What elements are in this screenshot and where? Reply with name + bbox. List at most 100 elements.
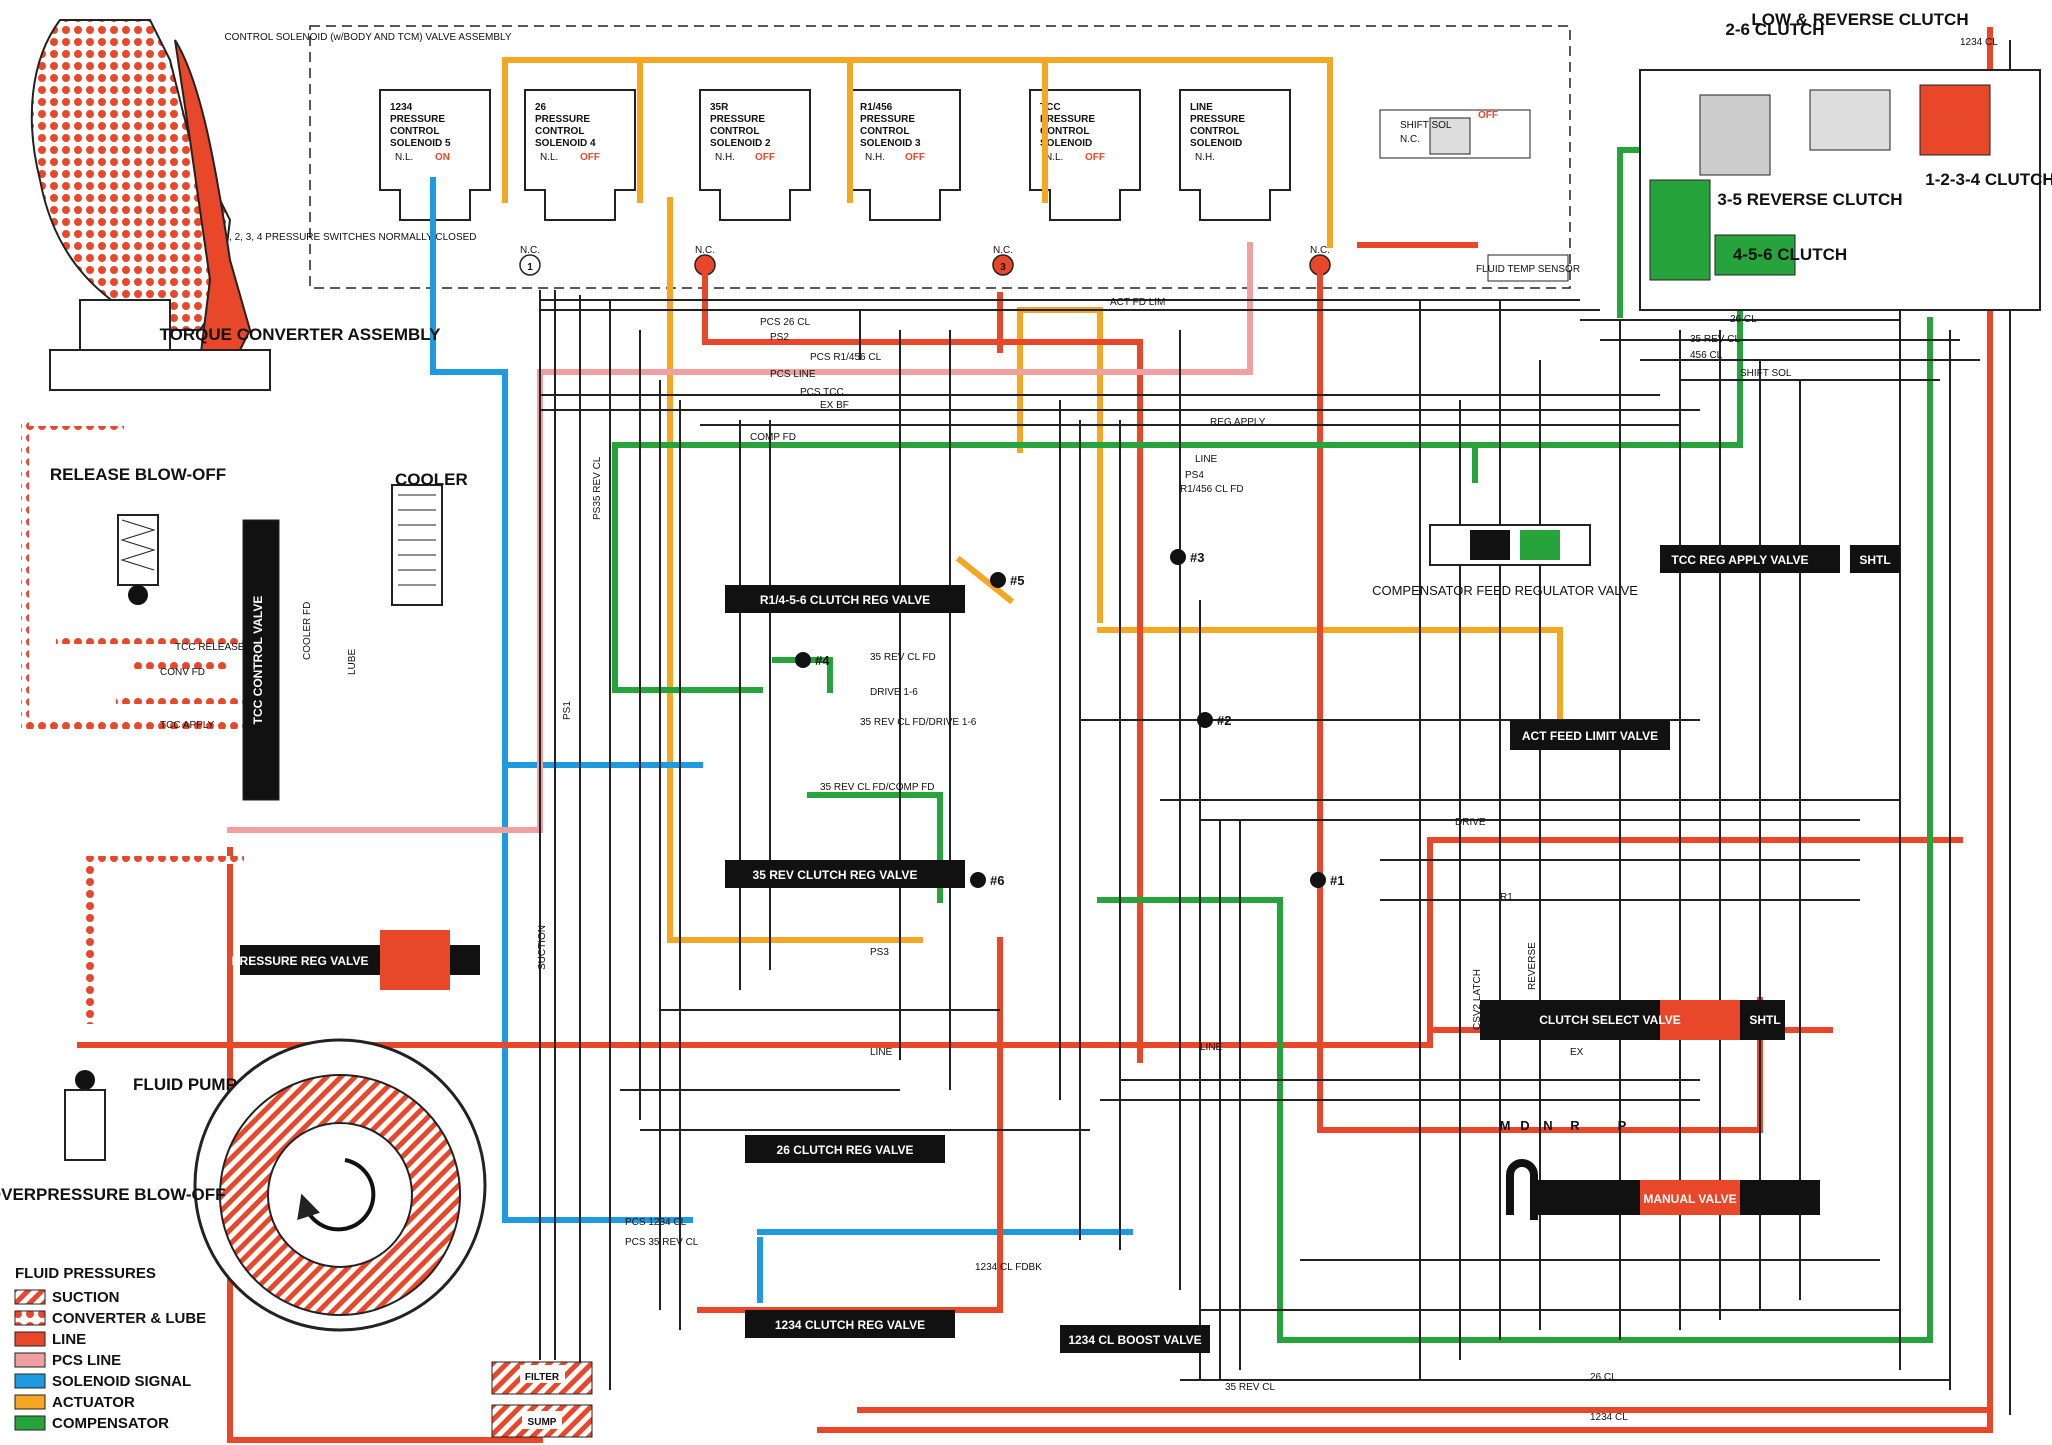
label-line: LINE [1195,454,1218,465]
checkball-label: #4 [815,653,830,668]
label-26-cl: 26 CL [1730,314,1757,325]
label-26-cl-bottom: 26 CL [1590,1372,1617,1383]
label-line-mid: LINE [1200,1042,1223,1053]
solenoid-name-line: CONTROL [860,126,909,137]
label-ex-bf: EX BF [820,400,849,411]
checkball-label: #5 [1010,573,1024,588]
sump-label: SUMP [528,1417,557,1428]
valve-r1456: R1/4-5-6 CLUTCH REG VALVE [725,585,965,613]
label-act-fd-lim: ACT FD LIM [1110,297,1165,308]
control-box-title: CONTROL SOLENOID (w/BODY AND TCM) VALVE … [224,32,511,43]
legend-label: PCS LINE [52,1352,121,1369]
cooler-label: COOLER [395,470,468,489]
solenoid-name-line: SOLENOID 2 [710,138,771,149]
checkball-label: #2 [1217,713,1231,728]
comp-feed-valve: COMPENSATOR FEED REGULATOR VALVE [1372,524,1638,598]
label-1234-cl: 1234 CL [1960,37,1998,48]
pressure-reg-label: PRESSURE REG VALVE [232,954,369,968]
checkball-3: #3 [1170,549,1204,565]
legend-item: SOLENOID SIGNAL [14,1373,191,1390]
switch-nc: N.C. [520,245,540,256]
label-conv-fd: CONV FD [160,667,205,678]
solenoid-state: OFF [1085,152,1105,163]
legend-title: FLUID PRESSURES [15,1265,156,1282]
filter-label: FILTER [525,1372,560,1383]
shtl-select-label: SHTL [1749,1013,1780,1027]
clutch1234-label: 1234 CLUTCH REG VALVE [775,1318,925,1332]
solenoid-name-line: 26 [535,102,547,113]
label-shift-sol: SHIFT SOL [1740,368,1792,379]
label-ps4: PS4 [1185,470,1204,481]
fluid-pump: FLUID PUMP [133,1038,487,1332]
solenoid-name-line: PRESSURE [535,114,590,125]
checkball-label: #3 [1190,550,1204,565]
clutch-select-label: CLUTCH SELECT VALVE [1539,1013,1681,1027]
label-line-left: LINE [870,1047,893,1058]
solenoid-name-line: CONTROL [390,126,439,137]
label-ps3: PS3 [870,947,889,958]
label-35-rev-fd-comp: 35 REV CL FD/COMP FD [820,782,934,793]
release-blowoff: RELEASE BLOW-OFF [50,465,226,605]
manual-position-n: N [1543,1118,1552,1133]
pressure-switch-1: N.C. 1 [519,245,541,276]
label-r1456-fd: R1/456 CL FD [1180,484,1244,495]
valve-manual: MANUAL VALVE [1506,1159,1820,1220]
clutch26-label: 26 CLUTCH REG VALVE [777,1143,914,1157]
checkball-5: #5 [990,572,1024,588]
clutch-pack: 2-6 CLUTCH LOW & REVERSE CLUTCH 3-5 REVE… [1639,10,2052,311]
shtl-label: SHTL [1859,553,1890,567]
solenoid-name-line: SOLENOID 5 [390,138,451,149]
manual-label: MANUAL VALVE [1643,1192,1736,1206]
label-35-rev-cl-bottom: 35 REV CL [1225,1382,1275,1393]
manual-position-d: D [1520,1118,1529,1133]
clutch-456-label: 4-5-6 CLUTCH [1733,245,1847,264]
filter-sump: FILTER SUMP [491,1361,593,1438]
label-pcs-26-cl: PCS 26 CL [760,317,810,328]
rev35-label: 35 REV CLUTCH REG VALVE [753,868,918,882]
label-35-rev-cl: 35 REV CL [1690,334,1740,345]
label-cooler-fd: COOLER FD [302,602,313,660]
checkball-6: #6 [970,872,1004,888]
label-comp-fd: COMP FD [750,432,796,443]
solenoid-name-line: TCC [1040,102,1061,113]
valve-clutch-select: CLUTCH SELECT VALVE SHTL [1480,1000,1785,1040]
shift-solenoid: SHIFT SOL N.C. OFF [1379,109,1531,159]
solenoid-name-line: SOLENOID [1040,138,1092,149]
clutch-35r-label: 3-5 REVERSE CLUTCH [1717,190,1902,209]
legend-label: LINE [52,1331,86,1348]
label-ps35: PS35 REV CL [592,456,603,520]
clutch-1234-label: 1-2-3-4 CLUTCH [1925,170,2052,189]
solenoid-type: N.H. [715,152,735,163]
solenoid-name-line: PRESSURE [860,114,915,125]
legend-item: LINE [14,1331,86,1348]
checkball-1: #1 [1310,872,1344,888]
valve-clutch26: 26 CLUTCH REG VALVE [745,1135,945,1163]
fluid-temp-sensor [1487,254,1569,282]
label-ps1: PS1 [562,701,573,720]
label-tcc-release: TCC RELEASE [175,642,245,653]
label-drive-16: DRIVE 1-6 [870,687,918,698]
solenoid-name-line: SOLENOID [1190,138,1242,149]
switch-number: 1 [527,262,533,273]
shift-sol-state: OFF [1478,110,1498,121]
label-1234-fdbk: 1234 CL FDBK [975,1262,1042,1273]
pressure-switch-3: N.C.3 [992,245,1014,276]
solenoid-name-line: 1234 [390,102,413,113]
valve-act-feed: ACT FEED LIMIT VALVE [1510,720,1670,750]
torque-converter: TORQUE CONVERTER ASSEMBLY [30,19,441,391]
label-reverse: REVERSE [1527,942,1538,990]
manual-position-m: M [1500,1118,1511,1133]
valve-pressure-reg: PRESSURE REG VALVE [232,930,480,990]
label-pcs-tcc: PCS TCC [800,387,844,398]
checkball-label: #1 [1330,873,1344,888]
manual-position-p: P [1618,1118,1627,1133]
legend-label: COMPENSATOR [52,1415,169,1432]
solenoid-state: OFF [755,152,775,163]
label-csv2-latch: CSV2 LATCH [1472,969,1483,1030]
checkball-group: #1 #2 #3 #4 #5 #6 [795,549,1344,888]
